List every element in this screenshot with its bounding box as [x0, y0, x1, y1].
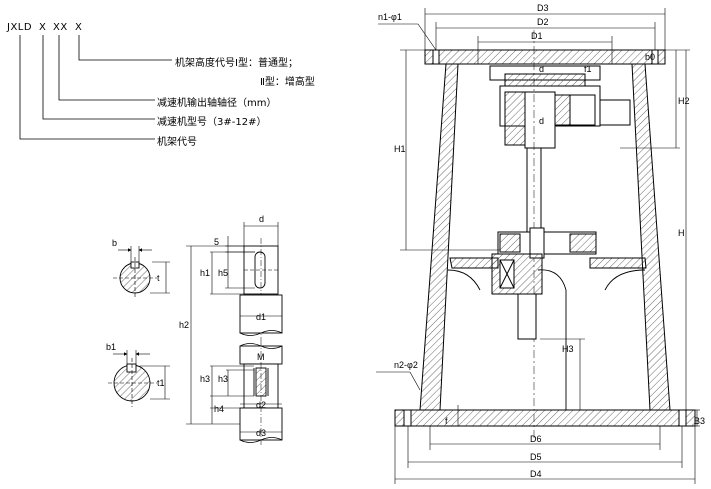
- dim-M: M: [257, 352, 265, 362]
- dim-H: H: [678, 228, 685, 238]
- dim-H1: H1: [394, 144, 406, 154]
- code-prefix: JXLD: [7, 22, 33, 33]
- dim-h4: h4: [214, 404, 224, 414]
- dim-d1: d1: [256, 312, 266, 322]
- dim-d: d: [259, 214, 264, 224]
- dim-h3b: h3: [218, 374, 228, 384]
- legend-line5: 机架代号: [157, 137, 197, 148]
- dim-H3: H3: [562, 344, 574, 354]
- code-x1: X: [39, 22, 47, 33]
- dim-f: f: [445, 416, 448, 426]
- dim-H2: H2: [678, 96, 690, 106]
- legend-line3: 减速机输出轴轴径（mm）: [157, 98, 277, 109]
- shaft-side-view: [186, 222, 283, 446]
- dim-5: 5: [214, 237, 219, 247]
- right-dim-labels: D3 D2 D1 n1-φ1 f1 b0 d d H1 H2 H H3 n2-φ…: [378, 3, 705, 479]
- shaft-section-top: [113, 246, 170, 298]
- code-leaders: [19, 35, 172, 140]
- dim-h1: h1: [200, 268, 210, 278]
- code-x3: X: [75, 22, 83, 33]
- dim-D2: D2: [537, 17, 549, 27]
- frame-assembly: [394, 30, 696, 440]
- dim-b: b: [112, 238, 117, 248]
- frame-dimensions: [376, 8, 700, 484]
- dim-D6: D6: [530, 434, 542, 444]
- left-dim-labels: b t b1 t1 d 5 h1 h5 d1 h2 M h3 h3 h4 d2 …: [106, 214, 266, 438]
- dim-B3: B3: [694, 416, 705, 426]
- dim-D4: D4: [530, 469, 542, 479]
- code-x2: XX: [53, 22, 68, 33]
- dim-h3a: h3: [200, 374, 210, 384]
- dim-h5: h5: [218, 268, 228, 278]
- dim-t1: t1: [157, 378, 165, 388]
- dim-b0: b0: [645, 52, 655, 62]
- legend-line2: Ⅱ型：增高型: [260, 77, 315, 88]
- dim-h2: h2: [179, 320, 189, 330]
- dim-D3: D3: [537, 3, 549, 13]
- dim-n2: n2-φ2: [394, 360, 418, 370]
- dim-n1: n1-φ1: [378, 12, 402, 22]
- dim-d-top: d: [539, 64, 544, 74]
- dim-b1: b1: [106, 342, 116, 352]
- legend-line4: 减速机型号（3#-12#）: [157, 117, 267, 128]
- dim-d3: d3: [256, 428, 266, 438]
- shaft-section-bottom: [108, 350, 170, 407]
- dim-t: t: [157, 273, 160, 283]
- dim-D1: D1: [531, 31, 543, 41]
- dim-f1: f1: [584, 64, 592, 74]
- dim-D5: D5: [530, 452, 542, 462]
- dim-d2: d2: [256, 400, 266, 410]
- dim-d-mid: d: [539, 116, 544, 126]
- legend-line1: 机架高度代号Ⅰ型：普通型；: [175, 58, 298, 69]
